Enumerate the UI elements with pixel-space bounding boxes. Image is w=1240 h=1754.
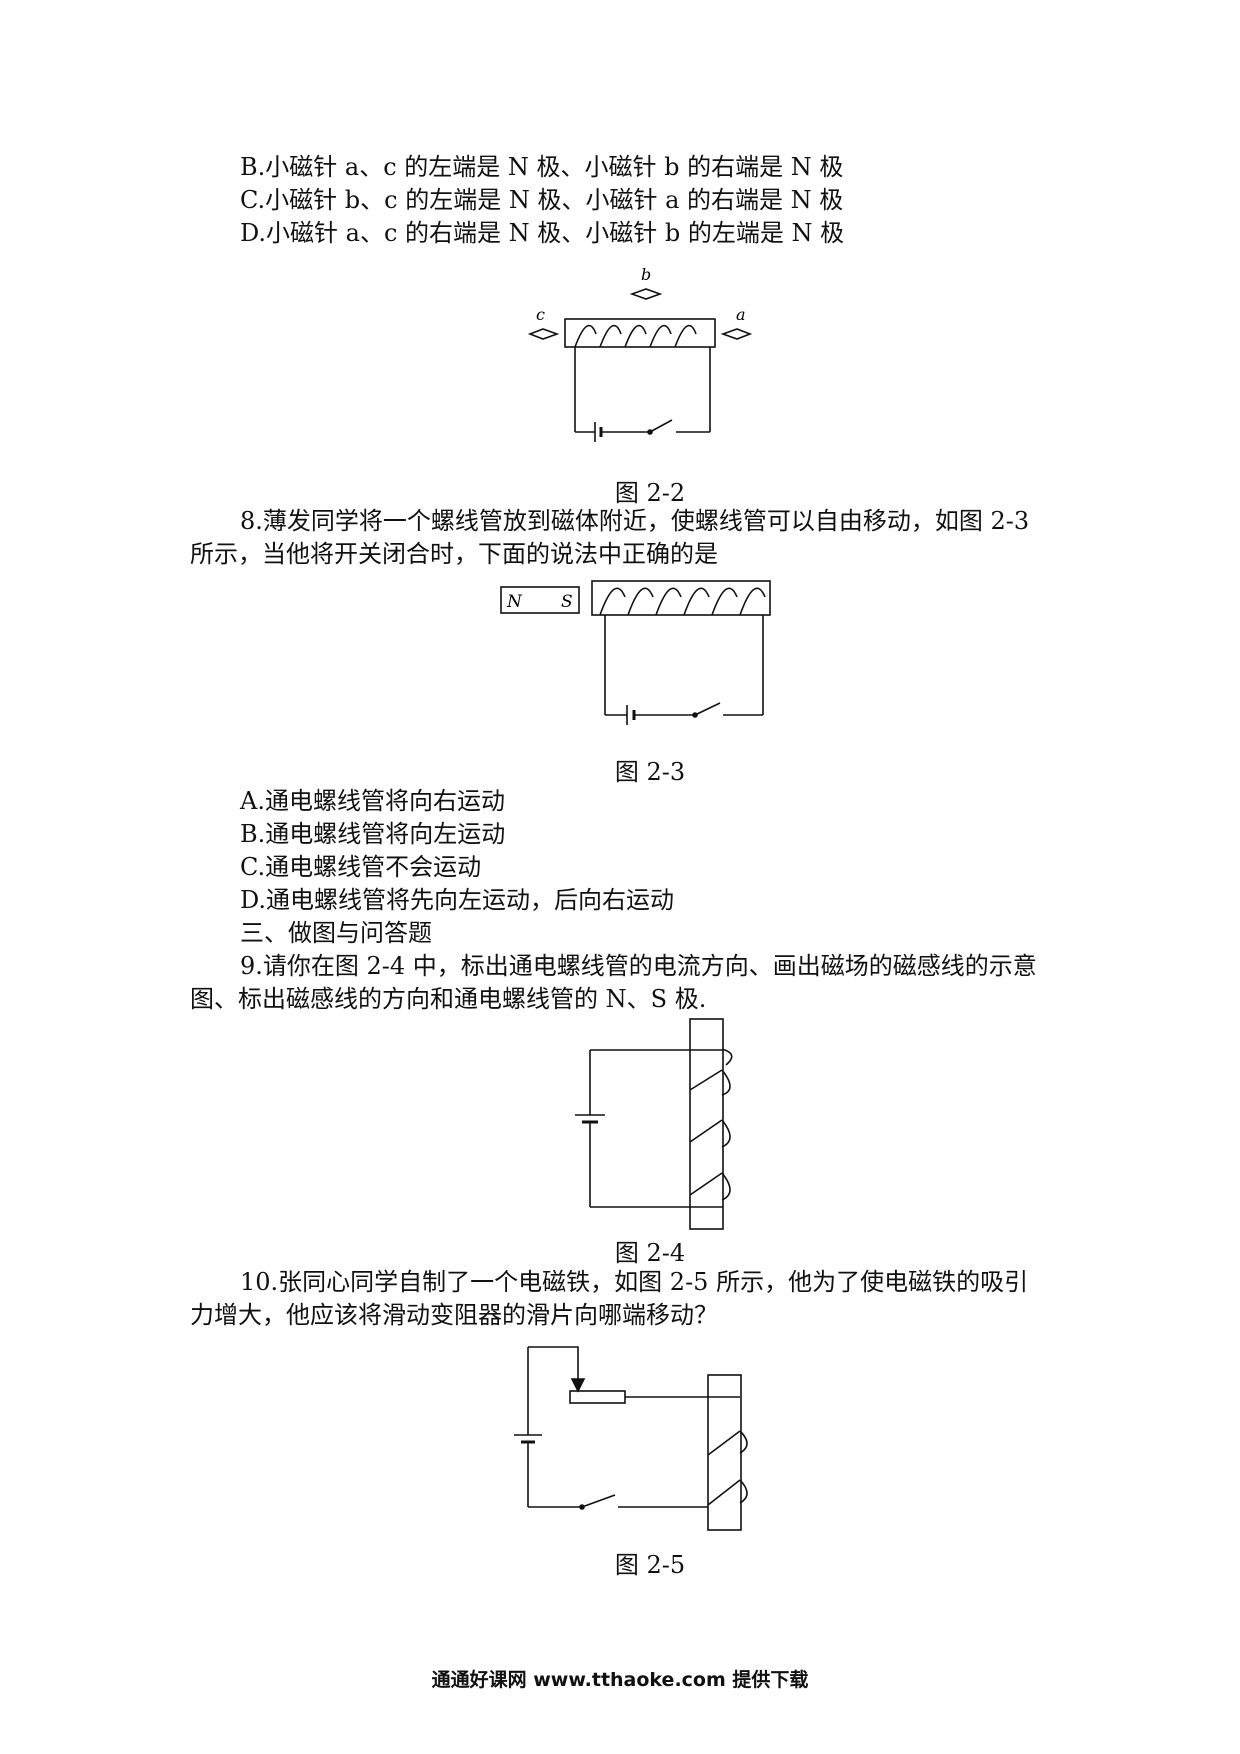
- q9-line-1: 9.请你在图 2-4 中，标出通电螺线管的电流方向、画出磁场的磁感线的示意: [240, 952, 1037, 980]
- q8-option-c: C.通电螺线管不会运动: [240, 853, 482, 881]
- figure-2-5-caption: 图 2-5: [614, 1551, 686, 1579]
- figure-2-4: [575, 1018, 733, 1230]
- q7-option-c: C.小磁针 b、c 的左端是 N 极、小磁针 a 的右端是 N 极: [240, 186, 844, 214]
- figure-2-2-caption: 图 2-2: [614, 479, 686, 507]
- magnet-s-label: S: [561, 592, 573, 612]
- figure-2-3-caption: 图 2-3: [614, 758, 686, 786]
- bar-magnet: [500, 586, 580, 614]
- q8-line-1: 8.薄发同学将一个螺线管放到磁体附近，使螺线管可以自由移动，如图 2-3: [240, 507, 1030, 535]
- q9-line-2: 图、标出磁感线的方向和通电螺线管的 N、S 极.: [190, 985, 707, 1013]
- q8-option-b: B.通电螺线管将向左运动: [240, 820, 506, 848]
- figure-2-4-caption: 图 2-4: [614, 1239, 686, 1267]
- rheostat: [569, 1390, 626, 1404]
- q8-line-2: 所示，当他将开关闭合时，下面的说法中正确的是: [190, 540, 718, 568]
- figure-2-3: N S: [500, 580, 771, 725]
- q7-option-b: B.小磁针 a、c 的左端是 N 极、小磁针 b 的右端是 N 极: [240, 153, 844, 181]
- figure-2-2: c a b: [527, 265, 753, 442]
- footer: 通通好课网 www.tthaoke.com 提供下载: [431, 1669, 809, 1691]
- q10-line-2: 力增大，他应该将滑动变阻器的滑片向哪端移动？: [190, 1301, 718, 1329]
- fig22-label-b: b: [641, 265, 651, 284]
- section-3-heading: 三、做图与问答题: [240, 919, 432, 947]
- magnet-n-label: N: [506, 592, 523, 612]
- fig22-label-a: a: [736, 305, 746, 324]
- figure-2-5: [514, 1346, 748, 1531]
- q8-option-d: D.通电螺线管将先向左运动，后向右运动: [240, 886, 675, 914]
- q10-line-1: 10.张同心同学自制了一个电磁铁，如图 2-5 所示，他为了使电磁铁的吸引: [240, 1268, 1029, 1296]
- q8-option-a: A.通电螺线管将向右运动: [240, 787, 505, 815]
- q7-option-d: D.小磁针 a、c 的右端是 N 极、小磁针 b 的左端是 N 极: [240, 219, 845, 247]
- fig22-label-c: c: [536, 305, 545, 324]
